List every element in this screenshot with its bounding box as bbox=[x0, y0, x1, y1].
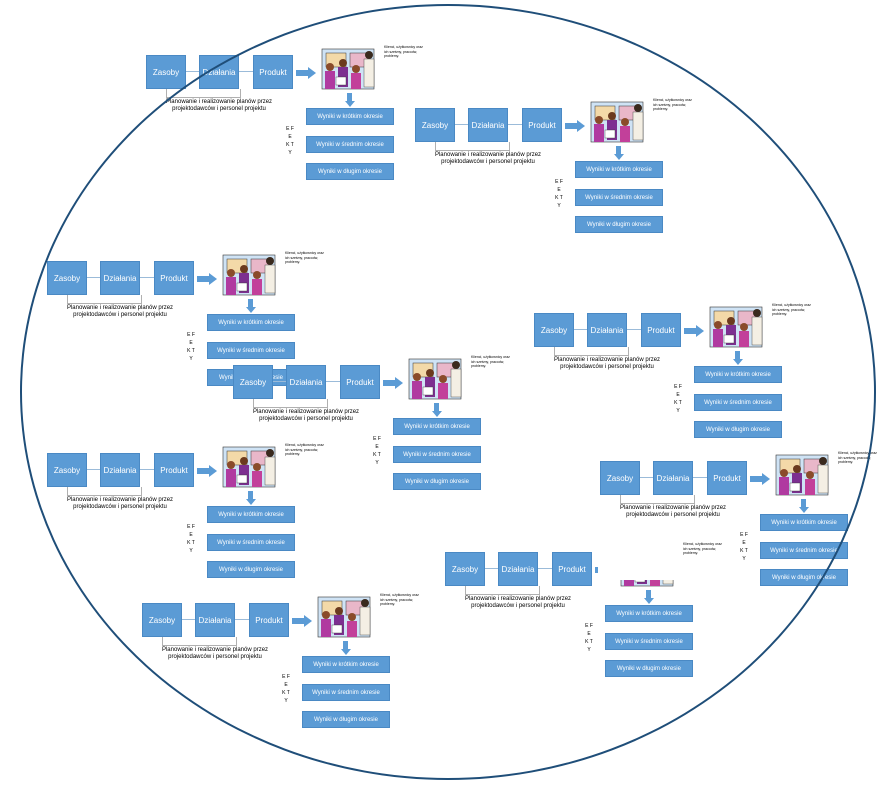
resources-label: Zasoby bbox=[152, 67, 180, 77]
outer-ellipse-frame bbox=[20, 4, 876, 780]
connector-line bbox=[186, 71, 199, 72]
resources-box: Zasoby bbox=[146, 55, 186, 89]
